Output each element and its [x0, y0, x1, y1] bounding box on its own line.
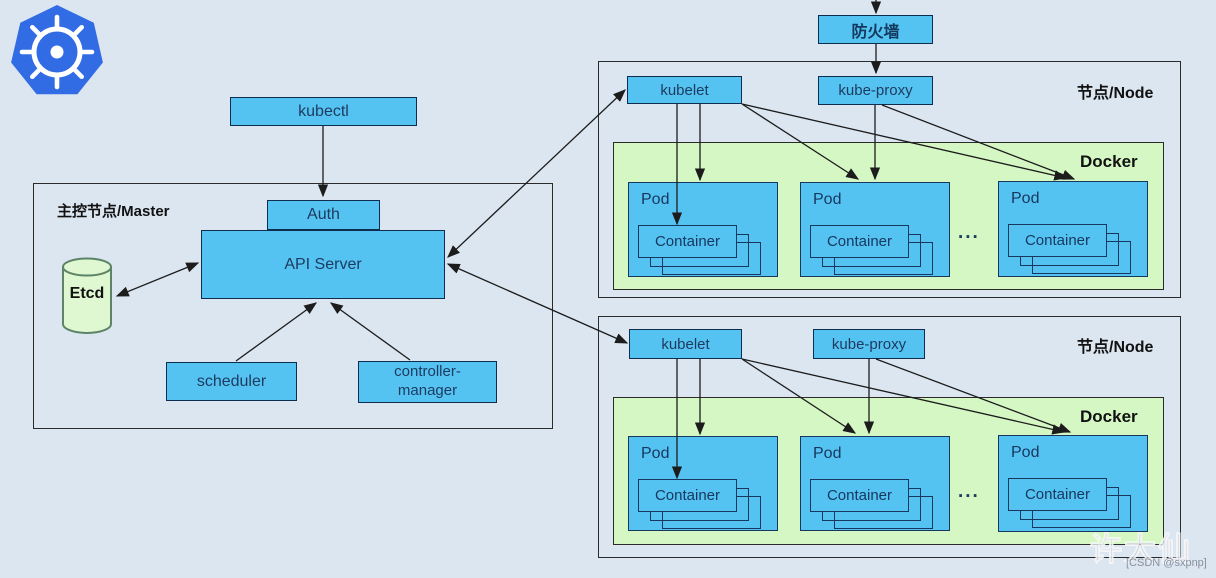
- node1-docker-label: Docker: [1080, 152, 1138, 171]
- node1-pod2-container: Container: [810, 225, 909, 258]
- node2-kubelet-box: kubelet: [629, 329, 742, 359]
- node1-pods-ellipsis: ...: [958, 222, 980, 243]
- scheduler-box: scheduler: [166, 362, 297, 401]
- kubectl-box: kubectl: [230, 97, 417, 126]
- node1-kube-proxy-box: kube-proxy: [818, 76, 933, 105]
- node2-title: 节点/Node: [1077, 339, 1154, 356]
- node1-kubelet-box: kubelet: [627, 76, 742, 104]
- node2-pod1-container: Container: [638, 479, 737, 512]
- watermark-author: 许大仙: [1089, 531, 1193, 568]
- node1-pod3-container: Container: [1008, 224, 1107, 257]
- node1-title: 节点/Node: [1077, 85, 1154, 102]
- node2-frame: [598, 316, 1181, 558]
- node2-pods-ellipsis: ...: [958, 481, 980, 502]
- master-title: 主控节点/Master: [57, 203, 170, 220]
- kubernetes-logo-icon: [8, 3, 106, 101]
- node2-pod2-container: Container: [810, 479, 909, 512]
- node2-kube-proxy-box: kube-proxy: [813, 329, 925, 359]
- api-server-box: API Server: [201, 230, 445, 299]
- pod-label: Pod: [813, 191, 842, 208]
- auth-box: Auth: [267, 200, 380, 230]
- pod-label: Pod: [813, 445, 842, 462]
- etcd-label: Etcd: [69, 285, 105, 302]
- pod-label: Pod: [1011, 190, 1040, 207]
- pod-label: Pod: [641, 191, 670, 208]
- firewall-box: 防火墙: [818, 15, 933, 44]
- node2-docker-label: Docker: [1080, 407, 1138, 426]
- pod-label: Pod: [1011, 444, 1040, 461]
- node2-pod3-container: Container: [1008, 478, 1107, 511]
- pod-label: Pod: [641, 445, 670, 462]
- controller-manager-box: controller- manager: [358, 361, 497, 403]
- etcd-cylinder: Etcd: [61, 257, 113, 335]
- node1-pod1-container: Container: [638, 225, 737, 258]
- watermark-csdn-handle: [CSDN @sxpnp]: [1126, 557, 1207, 569]
